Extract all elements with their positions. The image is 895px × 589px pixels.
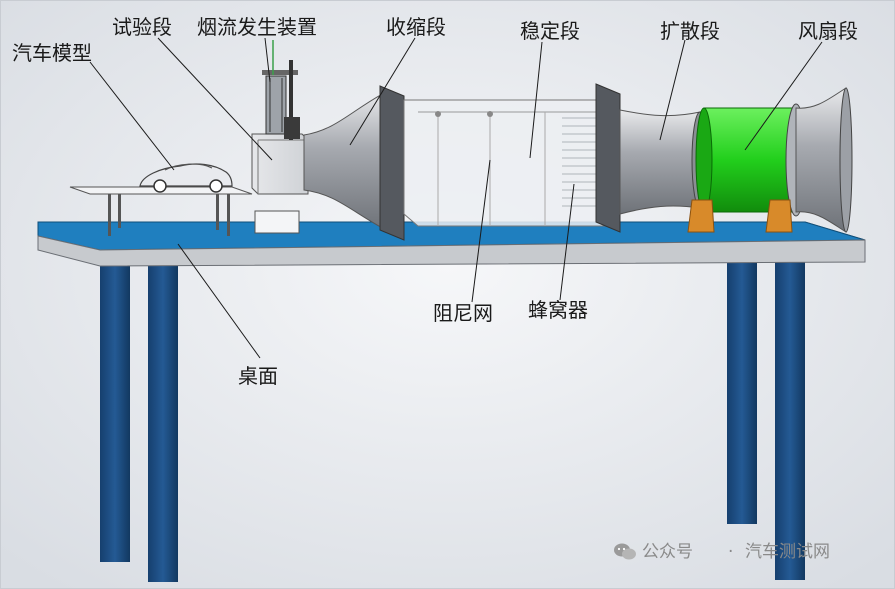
label-test-section: 试验段 [112,15,172,39]
label-fan-section: 风扇段 [798,19,858,43]
leader-honeycomb [559,183,575,301]
label-damping-screen: 阻尼网 [433,301,493,325]
leader-lines [89,37,823,359]
watermark-account: 公众号 [642,542,693,562]
leader-contraction [349,37,416,146]
label-smoke-generator: 烟流发生装置 [197,15,317,39]
fan-section [695,87,853,233]
watermark-name: 汽车测试网 [745,542,830,562]
leader-table-top [177,243,261,359]
label-settling-section: 稳定段 [520,19,580,43]
test-section-box [251,133,309,195]
table-leg-rear-left [148,262,178,582]
leader-settling [529,41,543,159]
table-leg-front-right [727,262,757,524]
car-model [139,163,233,193]
watermark-separator: · [728,542,734,562]
collector-box [254,210,300,234]
fan-supports [687,199,793,233]
label-honeycomb: 蜂窝器 [528,298,588,322]
leader-fan [744,41,823,151]
leader-diffuser [659,39,686,141]
leader-car-model [89,61,175,171]
settling-section [403,83,621,233]
leader-damping-screen [471,159,491,303]
leader-test-section [157,37,273,161]
label-diffuser-section: 扩散段 [660,19,720,43]
leader-smoke-generator [264,37,271,83]
label-car-model: 汽车模型 [12,41,92,65]
label-contraction-section: 收缩段 [386,15,446,39]
smoke-generator [262,40,300,140]
table-leg-front-left [100,262,130,562]
table-leg-rear-right [775,262,805,580]
wechat-icon [614,543,636,560]
label-table-top: 桌面 [238,364,278,388]
contraction-section [303,85,405,241]
table-top [37,221,866,267]
